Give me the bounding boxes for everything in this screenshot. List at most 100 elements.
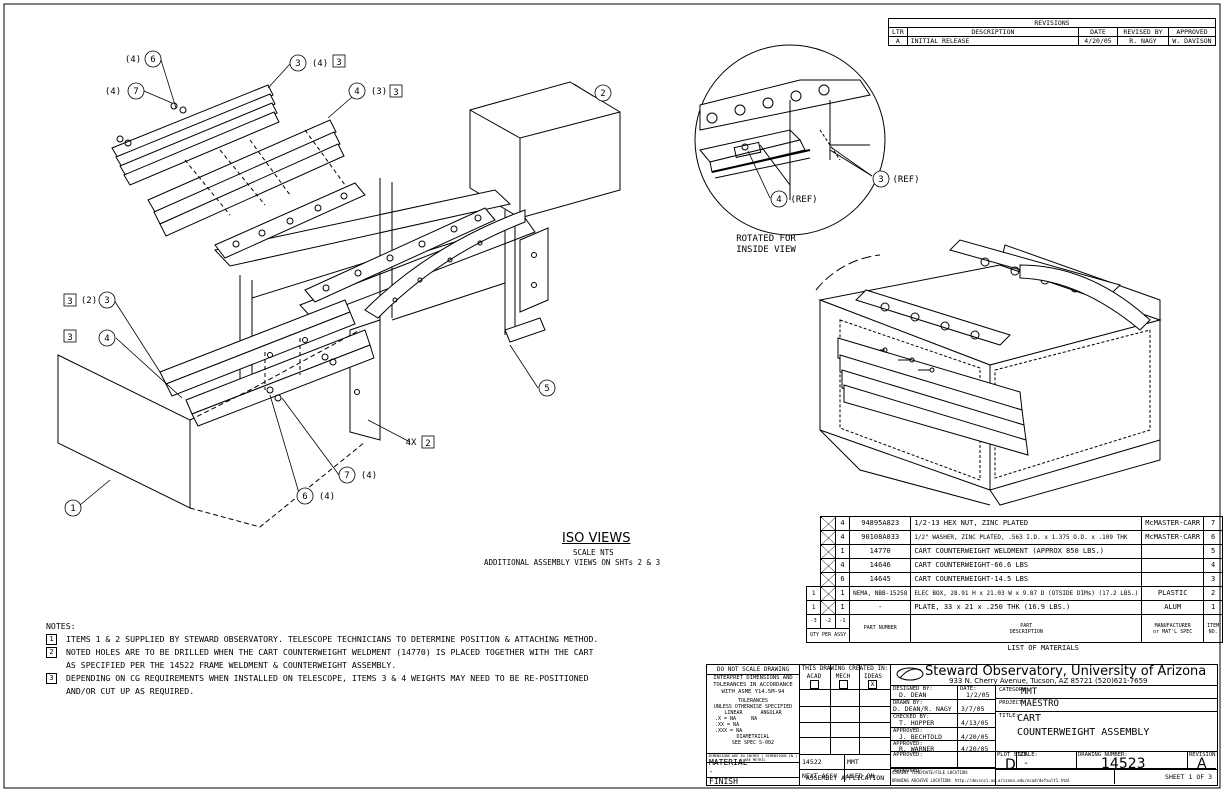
- bom-item: 4: [1203, 558, 1224, 573]
- note-flag: 1: [46, 634, 57, 645]
- checked-label: CHECKED BY:: [893, 714, 930, 720]
- bom-header: -1: [834, 614, 851, 629]
- approved-label: APPROVED:: [893, 728, 923, 734]
- bom-part: 94895A823: [849, 516, 912, 531]
- right-iso-assembly: [815, 239, 1162, 506]
- approved-2: R. WARNER: [899, 745, 935, 753]
- category: MMT: [1021, 687, 1038, 697]
- bom-part: NEMA, NBB-15258: [849, 586, 912, 601]
- scale-value: -: [1023, 758, 1030, 769]
- bom-part: 14646: [849, 558, 912, 573]
- designed-by: D. DEAN: [899, 691, 927, 699]
- rev-cell: W. DAVISON: [1168, 36, 1216, 46]
- rev-header: DESCRIPTION: [906, 27, 1080, 37]
- iso-additional: ADDITIONAL ASSEMBLY VIEWS ON SHTs 2 & 3: [484, 558, 661, 567]
- note-1: 1 ITEMS 1 & 2 SUPPLIED BY STEWARD OBSERV…: [46, 633, 726, 646]
- created-in-column: THIS DRAWING CREATED IN: ACAD MECH IDEAS…: [800, 665, 891, 785]
- designed-date: 1/2/05: [966, 691, 990, 699]
- next-assy: NEXT ASSY: [802, 772, 838, 780]
- acad-checkbox: [810, 680, 819, 689]
- sheet-number: SHEET 1 OF 3: [1114, 768, 1216, 784]
- bom-mfr: ALUM: [1141, 600, 1205, 615]
- bom-mfr: [1141, 558, 1205, 573]
- balloon-6-top: 6: [150, 55, 155, 65]
- bom-qty: 1: [834, 600, 851, 615]
- approved-label: APPROVED:: [893, 768, 923, 774]
- bom-part: 14770: [849, 544, 912, 559]
- no-scale: DO NOT SCALE DRAWING: [707, 665, 799, 675]
- elec-box: [469, 81, 621, 219]
- plot-size-label: PLOT SIZE: [997, 752, 1027, 758]
- rev-header: REVISED BY: [1117, 27, 1169, 37]
- rotated-label: INSIDE VIEW: [736, 245, 796, 255]
- project: MAESTRO: [1021, 699, 1059, 709]
- iso-scale: SCALE NTS: [573, 548, 614, 557]
- ideas-checkbox: X: [868, 680, 877, 689]
- archive-info: CURRENT TIME/DATE/FILE LOCATION: DRAWING…: [890, 768, 1116, 785]
- revisions-title: REVISIONS: [888, 18, 1216, 28]
- balloon-1: 1: [70, 504, 75, 514]
- title-line-2: COUNTERWEIGHT ASSEMBLY: [1017, 727, 1150, 738]
- callout-qty: (4): [319, 492, 335, 502]
- rev-cell: R. NAGY: [1117, 36, 1169, 46]
- bom-qty: 4: [834, 558, 851, 573]
- bom-desc: CART COUNTERWEIGHT-14.5 LBS: [910, 572, 1143, 587]
- revision-label: REVISION:: [1189, 752, 1219, 758]
- callout-4x: 4X: [406, 438, 417, 448]
- checked-by: T. HOPPER: [899, 719, 935, 727]
- callout-qty: (4): [105, 87, 121, 97]
- rev-cell: INITIAL RELEASE: [906, 36, 1080, 46]
- material-value: -: [709, 768, 714, 776]
- balloons: [63, 50, 890, 517]
- front-weights: [159, 299, 375, 427]
- bom-mfr: McMASTER-CARR: [1141, 530, 1205, 545]
- next-assy-value: 14522: [802, 758, 822, 766]
- used-on-value: MMT: [844, 755, 891, 769]
- note-flag-3-left: 3: [67, 297, 72, 307]
- created-in: THIS DRAWING CREATED IN:: [801, 665, 889, 672]
- used-on: USED ON: [844, 770, 891, 782]
- note-flag: 3: [46, 673, 57, 684]
- bom-desc: 1/2-13 HEX NUT, ZINC PLATED: [910, 516, 1143, 531]
- balloon-4-left: 4: [104, 334, 109, 344]
- dim-line: DIMENSIONS ARE IN INCHES | DIMENSIONS IN…: [707, 753, 799, 763]
- bom-mfr: [1141, 544, 1205, 559]
- bom-mfr: McMASTER-CARR: [1141, 516, 1205, 531]
- angle-rails: [214, 182, 526, 319]
- assembly-application: ASSEMBLY APPLICATION: [800, 769, 890, 786]
- mech-checkbox: [839, 680, 848, 689]
- callout-qty: (4): [361, 471, 377, 481]
- note-text: AND/OR CUT UP AS REQUIRED.: [66, 686, 195, 696]
- observatory-logo-icon: [896, 667, 924, 681]
- rev-header: DATE: [1078, 27, 1118, 37]
- finish-label: FINISH: [709, 777, 738, 786]
- drawn-by: D. DEAN/R. NAGY: [893, 705, 952, 713]
- drawn-date: 3/7/05: [961, 705, 985, 713]
- bom-note-flag: 1: [805, 600, 822, 615]
- date-label: DATE:: [960, 686, 977, 692]
- bom-part: 90108A033: [849, 530, 912, 545]
- note-flag-3-left-b: 3: [67, 333, 72, 343]
- approved-label: APPROVED:: [893, 741, 923, 747]
- rotated-label: ROTATED FOR: [736, 234, 796, 244]
- mech-label: MECH: [835, 673, 851, 680]
- note-text: AS SPECIFIED PER THE 14522 FRAME WELDMEN…: [66, 660, 397, 670]
- balloon-2: 2: [600, 89, 605, 99]
- callout-qty: (4): [312, 59, 328, 69]
- bom-part: -: [849, 600, 912, 615]
- callout-qty: (2): [81, 296, 97, 306]
- note-flag-3-top-b: 3: [393, 88, 398, 98]
- balloon-labels: (4) 6 (4) 7 3 (4) 3 4 (3) 3 2 3 (2) 3 3 …: [67, 55, 919, 514]
- org-address: 933 N. Cherry Avenue, Tucson, AZ 85721 (…: [949, 677, 1148, 685]
- org-area: Steward Observatory, University of Arizo…: [891, 665, 1219, 785]
- approved-1-date: 4/20/05: [961, 733, 989, 741]
- checked-date: 4/13/05: [961, 719, 989, 727]
- balloon-6-bottom: 6: [302, 492, 307, 502]
- designed-label: DESIGNED BY:: [893, 686, 933, 692]
- balloon-3-top: 3: [295, 59, 300, 69]
- callout-qty: (3): [371, 87, 387, 97]
